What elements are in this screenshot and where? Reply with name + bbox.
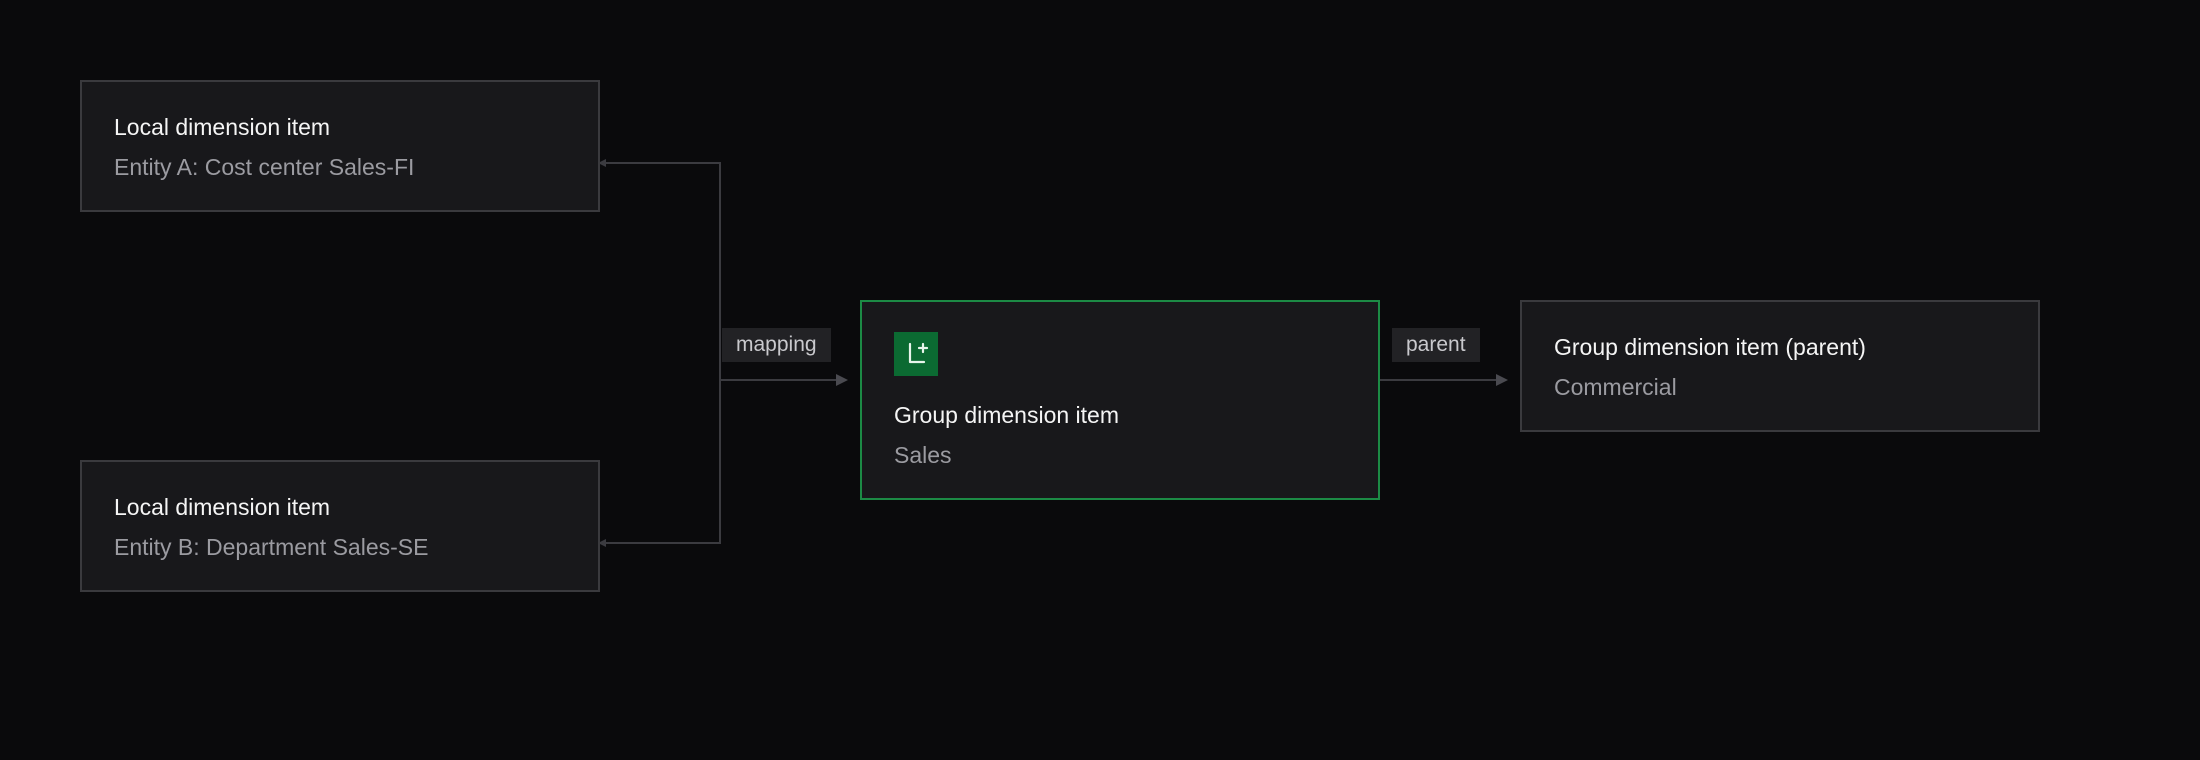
connector-mapping-arrow bbox=[836, 374, 848, 386]
node-title: Local dimension item bbox=[114, 494, 331, 520]
connector-local-a bbox=[600, 162, 721, 380]
local-dimension-node-b[interactable]: Local dimension item Entity B: Departmen… bbox=[80, 460, 600, 592]
connector-parent-arrow bbox=[1496, 374, 1508, 386]
connector-local-a-arrow bbox=[598, 159, 606, 167]
group-dimension-node[interactable]: Group dimension item Sales bbox=[860, 300, 1380, 500]
local-dimension-node-a[interactable]: Local dimension item Entity A: Cost cent… bbox=[80, 80, 600, 212]
node-subtitle: Sales bbox=[894, 442, 952, 468]
connector-local-b-arrow bbox=[598, 539, 606, 547]
edge-label-mapping: mapping bbox=[722, 328, 831, 362]
edge-label-parent: parent bbox=[1392, 328, 1480, 362]
node-subtitle: Entity A: Cost center Sales-FI bbox=[114, 154, 415, 180]
node-title: Group dimension item bbox=[894, 402, 1119, 428]
connector-local-b bbox=[600, 380, 721, 544]
node-subtitle: Entity B: Department Sales-SE bbox=[114, 534, 429, 560]
node-subtitle: Commercial bbox=[1554, 374, 1677, 400]
parent-dimension-node[interactable]: Group dimension item (parent) Commercial bbox=[1520, 300, 2040, 432]
node-title: Group dimension item (parent) bbox=[1554, 334, 1866, 360]
add-subitem-icon bbox=[894, 332, 938, 376]
node-title: Local dimension item bbox=[114, 114, 331, 140]
